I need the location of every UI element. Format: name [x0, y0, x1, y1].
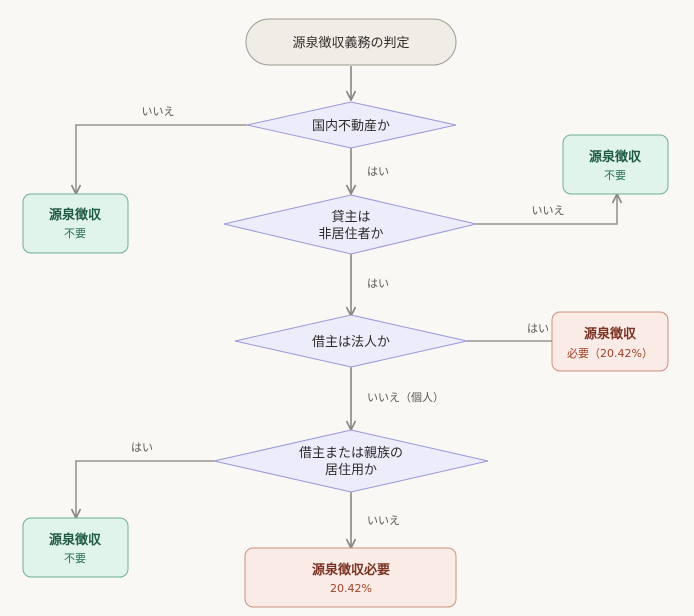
edge-label-d4-no: いいえ — [367, 514, 400, 527]
decision-label: 国内不動産か — [312, 118, 390, 134]
edge-label-d1-yes: はい — [367, 165, 389, 178]
decision-shape — [246, 101, 457, 149]
start-node-shape — [245, 18, 457, 66]
result-shape — [22, 517, 129, 578]
result-title: 源泉徴収 — [589, 149, 642, 165]
result-not-required-2: 源泉徴収 不要 — [562, 134, 669, 195]
result-sub: 必要（20.42%） — [567, 347, 653, 360]
edge-label-d4-yes: はい — [131, 441, 153, 454]
result-shape — [244, 547, 457, 608]
decision-label: 借主は法人か — [312, 335, 390, 350]
edge-d1-no — [76, 124, 247, 194]
decision-label-line2: 非居住者か — [318, 227, 383, 242]
edge-label-d3-yes: はい — [527, 322, 549, 335]
result-sub: 不要 — [64, 552, 86, 565]
result-sub: 20.42% — [330, 582, 372, 595]
result-title: 源泉徴収必要 — [312, 562, 390, 578]
decision-shape — [213, 429, 489, 493]
result-title: 源泉徴収 — [584, 326, 637, 342]
result-shape — [562, 134, 669, 195]
edge-d4-yes — [76, 460, 214, 518]
result-shape — [551, 311, 669, 372]
result-sub: 不要 — [64, 227, 86, 240]
decision-residential-use: 借主または親族の 居住用か — [213, 429, 489, 493]
edge-label-d2-yes: はい — [367, 277, 389, 290]
decision-corporate-lessee: 借主は法人か — [234, 314, 468, 368]
decision-nonresident-lessor: 貸主は 非居住者か — [223, 194, 477, 255]
decision-label-line2: 居住用か — [325, 463, 377, 478]
decision-shape — [223, 194, 477, 255]
edge-label-d3-no: いいえ（個人） — [367, 391, 444, 404]
decision-shape — [234, 314, 468, 368]
edge-label-d1-no: いいえ — [142, 105, 175, 118]
edges — [76, 66, 617, 548]
result-shape — [22, 193, 129, 254]
result-title: 源泉徴収 — [49, 532, 102, 548]
edge-label-d2-no: いいえ — [532, 204, 565, 217]
result-not-required-3: 源泉徴収 不要 — [22, 517, 129, 578]
result-not-required-1: 源泉徴収 不要 — [22, 193, 129, 254]
result-required-1: 源泉徴収 必要（20.42%） — [551, 311, 669, 372]
result-sub: 不要 — [604, 169, 626, 182]
result-title: 源泉徴収 — [49, 207, 102, 223]
decision-domestic-property: 国内不動産か — [246, 101, 457, 149]
start-node-label: 源泉徴収義務の判定 — [292, 35, 409, 51]
edge-d2-no — [476, 194, 617, 225]
result-required-2: 源泉徴収必要 20.42% — [244, 547, 457, 608]
decision-label-line1: 貸主は — [331, 209, 370, 225]
decision-label-line1: 借主または親族の — [299, 445, 403, 461]
start-node: 源泉徴収義務の判定 — [245, 18, 457, 66]
